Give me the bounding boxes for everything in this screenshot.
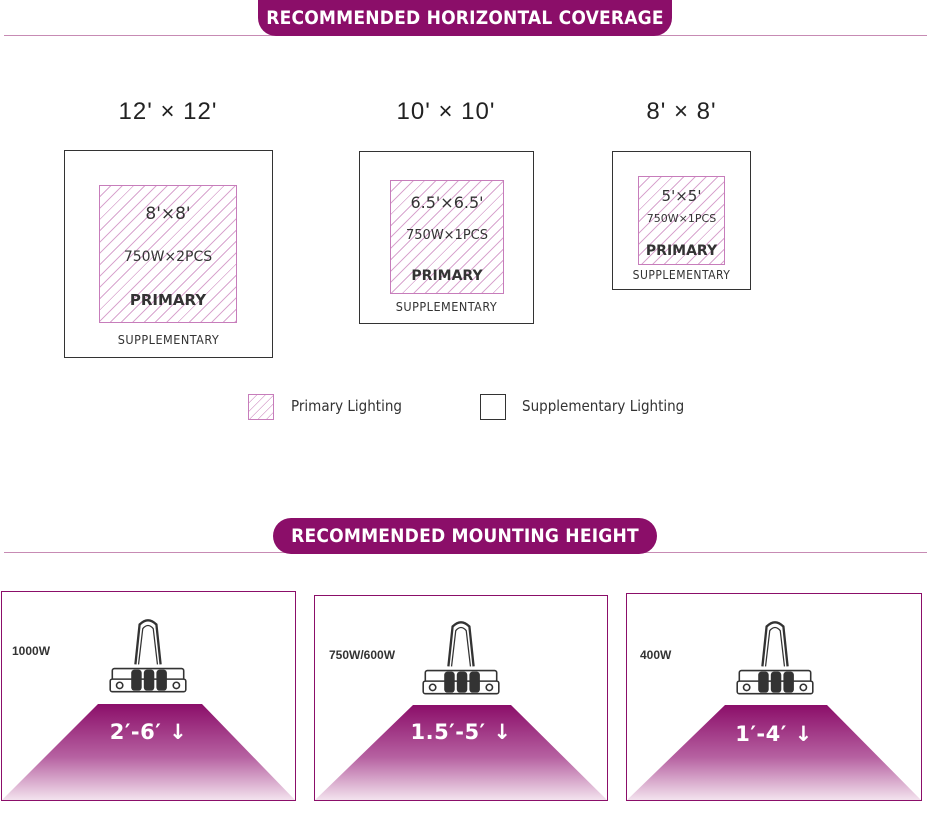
primary-size-label: 8'×8' — [145, 204, 191, 224]
mounting-height-label: 1′-4′ ↓ — [735, 722, 813, 746]
primary-area-8x8: 8'×8' 750W×2PCS PRIMARY — [99, 185, 237, 323]
supplementary-area-10x10: 6.5'×6.5' 750W×1PCS PRIMARY SUPPLEMENTAR… — [359, 151, 534, 324]
mounting-panel-750w-600w: 750W/600W 1.5′-5′ ↓ — [314, 595, 608, 801]
primary-legend-label: Primary Lighting — [291, 397, 402, 415]
area-label-8x8: 8' × 8' — [646, 98, 717, 125]
primary-area-6-5x6-5: 6.5'×6.5' 750W×1PCS PRIMARY — [390, 180, 504, 294]
config-label: 750W×2PCS — [123, 249, 213, 265]
area-label-12x12: 12' × 12' — [118, 98, 218, 125]
light-fixture-icon — [733, 616, 817, 700]
area-label-10x10: 10' × 10' — [396, 98, 496, 125]
light-beam — [315, 705, 607, 800]
primary-label: PRIMARY — [129, 291, 207, 309]
primary-area-5x5: 5'×5' 750W×1PCS PRIMARY — [638, 176, 725, 265]
supplementary-area-12x12: 8'×8' 750W×2PCS PRIMARY SUPPLEMENTARY — [64, 150, 273, 358]
config-label: 750W×1PCS — [406, 228, 488, 243]
supplementary-label: SUPPLEMENTARY — [395, 299, 498, 314]
light-fixture-icon — [419, 616, 503, 700]
light-fixture-icon — [106, 614, 190, 698]
light-beam — [2, 704, 295, 800]
primary-label: PRIMARY — [411, 268, 483, 284]
coverage-banner: RECOMMENDED HORIZONTAL COVERAGE — [258, 0, 672, 36]
primary-size-label: 5'×5' — [661, 187, 702, 205]
light-beam — [627, 705, 921, 800]
config-label: 750W×1PCS — [646, 212, 717, 225]
supplementary-legend-label: Supplementary Lighting — [522, 397, 685, 415]
wattage-label: 1000W — [12, 644, 51, 658]
coverage-title: RECOMMENDED HORIZONTAL COVERAGE — [266, 7, 664, 29]
primary-label: PRIMARY — [645, 243, 718, 259]
supplementary-label: SUPPLEMENTARY — [117, 332, 220, 347]
primary-legend-swatch — [248, 394, 274, 420]
mounting-height-label: 1.5′-5′ ↓ — [410, 720, 512, 744]
mounting-banner: RECOMMENDED MOUNTING HEIGHT — [273, 518, 657, 554]
mounting-height-label: 2′-6′ ↓ — [109, 720, 188, 744]
supplementary-area-8x8: 5'×5' 750W×1PCS PRIMARY SUPPLEMENTARY — [612, 151, 751, 290]
wattage-label: 750W/600W — [329, 648, 396, 662]
mounting-panel-1000w: 1000W 2′-6′ ↓ — [1, 591, 296, 801]
supplementary-legend-swatch — [480, 394, 506, 420]
supplementary-label: SUPPLEMENTARY — [632, 268, 731, 282]
mounting-title: RECOMMENDED MOUNTING HEIGHT — [291, 525, 639, 547]
primary-size-label: 6.5'×6.5' — [410, 193, 484, 212]
mounting-panel-400w: 400W 1′-4′ ↓ — [626, 593, 922, 801]
wattage-label: 400W — [640, 648, 672, 662]
